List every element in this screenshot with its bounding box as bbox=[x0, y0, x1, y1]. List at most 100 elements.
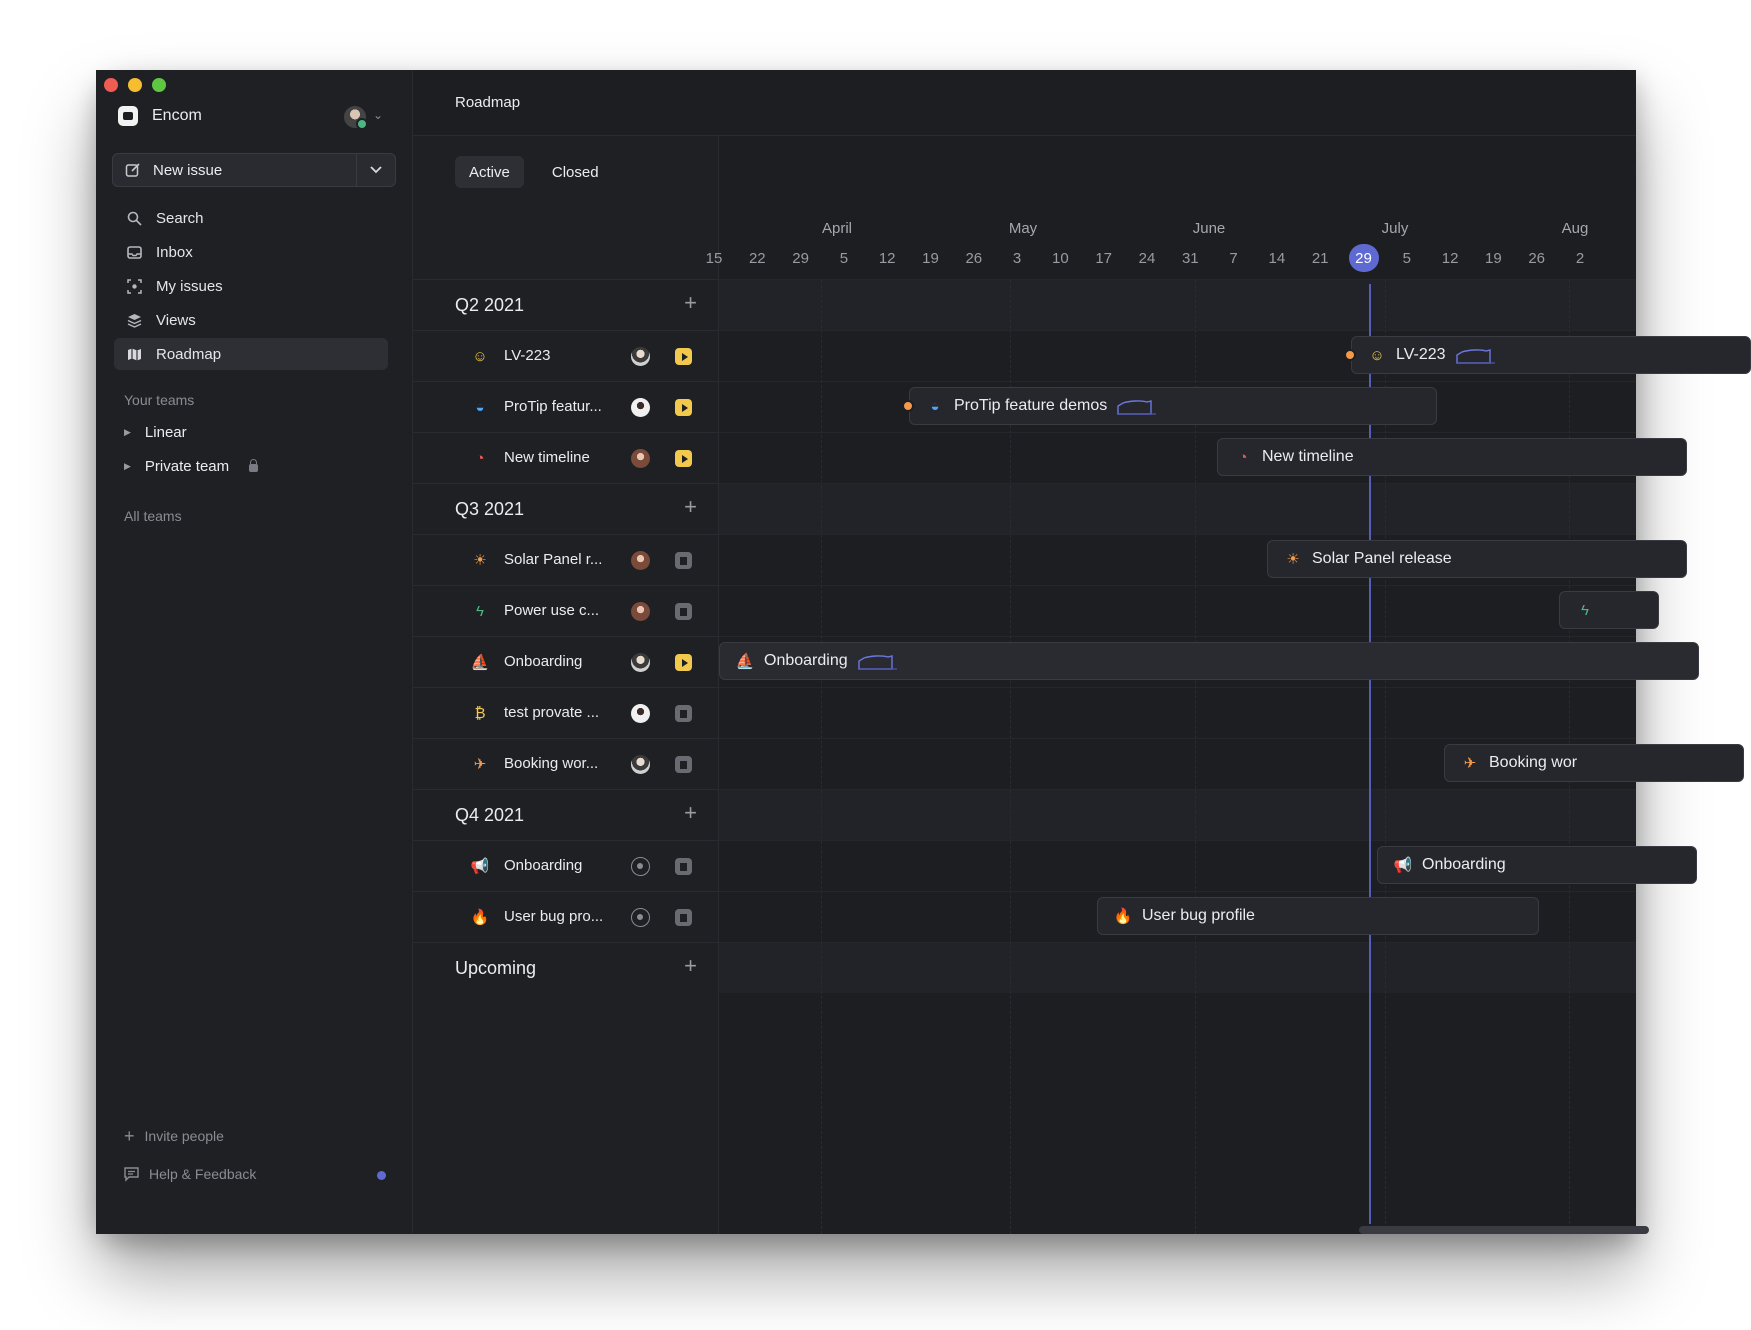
start-date-handle-icon[interactable] bbox=[1344, 349, 1356, 361]
invite-people-button[interactable]: + Invite people bbox=[124, 1126, 224, 1146]
expand-triangle-icon[interactable]: ▶ bbox=[124, 427, 131, 437]
group-header[interactable]: Q2 2021 + bbox=[413, 279, 719, 330]
compose-icon bbox=[125, 163, 140, 177]
sun-icon: ☀ bbox=[1286, 551, 1300, 568]
timeline-bar[interactable]: ☀Solar Panel release bbox=[1267, 540, 1687, 578]
project-row[interactable]: ₿ test provate ... bbox=[413, 687, 719, 738]
project-name: Booking wor... bbox=[504, 755, 599, 772]
project-row[interactable]: 📢 Onboarding bbox=[413, 840, 719, 891]
megaphone-icon: 📢 bbox=[470, 858, 490, 875]
feedback-icon bbox=[124, 1167, 139, 1182]
user-avatar[interactable] bbox=[344, 106, 368, 130]
lead-avatar[interactable] bbox=[631, 755, 650, 774]
week-label: 15 bbox=[705, 250, 723, 267]
timeline-bar[interactable]: ✈Booking wor bbox=[1444, 744, 1744, 782]
close-window-button[interactable] bbox=[104, 78, 118, 92]
bar-label: User bug profile bbox=[1142, 907, 1255, 924]
status-started-icon[interactable] bbox=[675, 654, 692, 671]
plus-icon: + bbox=[124, 1126, 135, 1146]
week-label: 5 bbox=[1402, 250, 1411, 267]
add-project-icon[interactable]: + bbox=[684, 290, 697, 315]
week-label: 17 bbox=[1095, 250, 1113, 267]
timeline-bar[interactable]: ☺LV-223 bbox=[1351, 336, 1751, 374]
status-started-icon[interactable] bbox=[675, 348, 692, 365]
project-row[interactable]: ⛵ Onboarding bbox=[413, 636, 719, 687]
flame-icon: 🔥 bbox=[1113, 908, 1133, 925]
team-label: Linear bbox=[144, 424, 187, 441]
sidebar-item-roadmap[interactable]: Roadmap bbox=[114, 338, 388, 370]
progress-sparkline-icon bbox=[857, 655, 897, 670]
timeline-bar[interactable]: 🔥 User bug profile bbox=[1097, 897, 1539, 935]
project-row[interactable]: ◒ ProTip featur... bbox=[413, 381, 719, 432]
status-paused-icon[interactable] bbox=[675, 756, 692, 773]
sidebar-item-inbox[interactable]: Inbox bbox=[114, 236, 388, 268]
timeline-row bbox=[719, 687, 1636, 738]
project-row[interactable]: ☺ LV-223 bbox=[413, 330, 719, 381]
status-started-icon[interactable] bbox=[675, 399, 692, 416]
project-row[interactable]: 🔥 User bug pro... bbox=[413, 891, 719, 942]
lead-avatar[interactable] bbox=[631, 653, 650, 672]
add-project-icon[interactable]: + bbox=[684, 494, 697, 519]
project-row[interactable]: ◔ New timeline bbox=[413, 432, 719, 483]
tab-active[interactable]: Active bbox=[455, 156, 524, 188]
sun-icon: ☀ bbox=[473, 552, 487, 569]
minimize-window-button[interactable] bbox=[128, 78, 142, 92]
group-header[interactable]: Q3 2021 + bbox=[413, 483, 719, 534]
lead-avatar[interactable] bbox=[631, 857, 650, 876]
project-row[interactable]: ☀ Solar Panel r... bbox=[413, 534, 719, 585]
app-window: Encom ⌄ New issue Search Inbox bbox=[96, 70, 1751, 1234]
lead-avatar[interactable] bbox=[631, 398, 650, 417]
timeline-bar[interactable]: ◔New timeline bbox=[1217, 438, 1687, 476]
status-paused-icon[interactable] bbox=[675, 552, 692, 569]
sidebar-item-my-issues[interactable]: My issues bbox=[114, 270, 388, 302]
new-issue-dropdown-button[interactable] bbox=[357, 154, 395, 186]
timeline-bar[interactable]: 📢Onboarding bbox=[1377, 846, 1697, 884]
project-name: Power use c... bbox=[504, 602, 600, 619]
status-started-icon[interactable] bbox=[675, 450, 692, 467]
month-label: June bbox=[1192, 220, 1226, 237]
sidebar-item-label: My issues bbox=[156, 277, 223, 295]
lead-avatar[interactable] bbox=[631, 908, 650, 927]
lead-avatar[interactable] bbox=[631, 347, 650, 366]
group-title: Q3 2021 bbox=[455, 499, 525, 519]
lead-avatar[interactable] bbox=[631, 704, 650, 723]
add-project-icon[interactable]: + bbox=[684, 800, 697, 825]
week-label: 21 bbox=[1311, 250, 1329, 267]
add-project-icon[interactable]: + bbox=[684, 953, 697, 978]
lead-avatar[interactable] bbox=[631, 449, 650, 468]
workspace-switcher[interactable]: Encom bbox=[118, 106, 202, 126]
status-paused-icon[interactable] bbox=[675, 603, 692, 620]
horizontal-scrollbar[interactable] bbox=[1359, 1226, 1649, 1234]
boat-icon: ⛵ bbox=[735, 653, 755, 670]
smiley-icon: ☺ bbox=[1369, 346, 1385, 364]
status-paused-icon[interactable] bbox=[675, 858, 692, 875]
new-issue-button[interactable]: New issue bbox=[113, 154, 357, 186]
team-private[interactable]: ▶ Private team bbox=[124, 458, 259, 475]
project-row[interactable]: ✈ Booking wor... bbox=[413, 738, 719, 789]
project-name: Solar Panel r... bbox=[504, 551, 603, 568]
chevron-down-icon[interactable]: ⌄ bbox=[373, 108, 384, 122]
project-row[interactable]: ϟ Power use c... bbox=[413, 585, 719, 636]
timeline-bar[interactable]: ⛵Onboarding bbox=[719, 642, 1699, 680]
status-paused-icon[interactable] bbox=[675, 909, 692, 926]
help-feedback-button[interactable]: Help & Feedback bbox=[124, 1166, 256, 1182]
timeline-bar[interactable]: ϟ bbox=[1559, 591, 1659, 629]
week-label: 19 bbox=[1485, 250, 1502, 267]
timeline-bar[interactable]: ◒ProTip feature demos bbox=[909, 387, 1437, 425]
lead-avatar[interactable] bbox=[631, 602, 650, 621]
zoom-window-button[interactable] bbox=[152, 78, 166, 92]
group-title: Q4 2021 bbox=[455, 805, 525, 825]
group-header[interactable]: Upcoming + bbox=[413, 942, 719, 993]
expand-triangle-icon[interactable]: ▶ bbox=[124, 461, 131, 471]
group-header[interactable]: Q4 2021 + bbox=[413, 789, 719, 840]
team-linear[interactable]: ▶ Linear bbox=[124, 424, 187, 441]
tab-closed[interactable]: Closed bbox=[551, 163, 599, 181]
start-date-handle-icon[interactable] bbox=[902, 400, 914, 412]
month-label: Aug bbox=[1561, 220, 1589, 237]
lead-avatar[interactable] bbox=[631, 551, 650, 570]
sidebar-item-views[interactable]: Views bbox=[114, 304, 388, 336]
sidebar-item-search[interactable]: Search bbox=[114, 202, 388, 234]
status-paused-icon[interactable] bbox=[675, 705, 692, 722]
your-teams-heading: Your teams bbox=[124, 392, 195, 408]
all-teams-link[interactable]: All teams bbox=[124, 508, 182, 524]
